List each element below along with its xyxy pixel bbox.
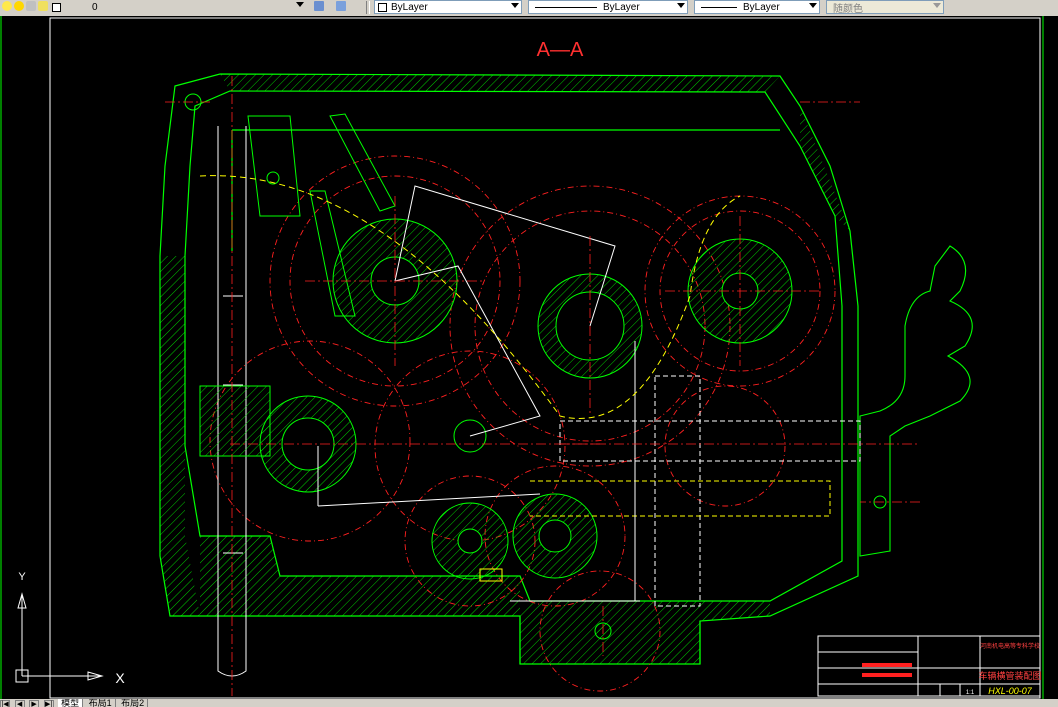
layer-dropdown[interactable]: 0 <box>62 0 306 14</box>
make-current-layer-icon[interactable] <box>314 1 324 11</box>
next-tab-button[interactable]: ▶ <box>29 700 40 707</box>
housing-hatch-top <box>220 74 780 92</box>
housing-hatch-bottom <box>520 601 770 664</box>
chevron-down-icon[interactable] <box>511 3 519 8</box>
title-block-drawing-name: 车辆横管装配图 <box>978 670 1041 681</box>
color-dropdown[interactable]: ByLayer <box>374 0 522 14</box>
plot-icon[interactable] <box>38 1 48 11</box>
gears <box>184 93 887 640</box>
layout-tab-bar: |◀ ◀ ▶ ▶| 模型 布局1 布局2 <box>0 699 1058 707</box>
prev-tab-button[interactable]: ◀ <box>14 700 25 707</box>
ucs-y-label: Y <box>18 571 26 583</box>
lightbulb-icon[interactable] <box>2 1 12 11</box>
ucs-icon <box>15 592 104 683</box>
title-block-school: 河南机电高等专科学校 <box>980 642 1040 650</box>
tab-layout-2[interactable]: 布局2 <box>118 699 149 707</box>
cad-drawing: A—A <box>0 16 1044 700</box>
drawing-canvas[interactable]: A—A <box>0 16 1058 700</box>
chevron-down-icon[interactable] <box>677 3 685 8</box>
last-tab-button[interactable]: ▶| <box>43 700 54 707</box>
ucs-x-label: X <box>115 670 125 686</box>
freeze-sun-icon[interactable] <box>14 1 24 11</box>
title-block-scale: 1:1 <box>966 690 975 696</box>
layer-previous-icon[interactable] <box>336 1 346 11</box>
yellow-part <box>479 568 503 582</box>
drawing-border <box>0 16 1044 700</box>
tab-model[interactable]: 模型 <box>58 699 84 707</box>
tab-layout-1[interactable]: 布局1 <box>86 699 116 707</box>
title-block-red-mark-2 <box>862 673 912 677</box>
title-block-red-mark <box>862 663 912 667</box>
color-swatch-icon <box>378 2 387 12</box>
housing-hatch-right <box>800 106 850 231</box>
yellow-dashed-outline <box>530 480 831 517</box>
title-block <box>817 635 1041 697</box>
toolbar-separator <box>366 1 370 14</box>
first-tab-button[interactable]: |◀ <box>0 700 10 707</box>
plotstyle-value: 随颜色 <box>833 3 863 15</box>
linetype-value: ByLayer <box>603 1 640 13</box>
layer-properties-toolbar: 0 ByLayer ByLayer ByLayer 随颜色 <box>0 0 1058 17</box>
linetype-sample-icon <box>535 6 597 8</box>
lock-icon[interactable] <box>26 1 36 11</box>
shaft-crosshatch <box>199 385 271 457</box>
layer-value: 0 <box>92 1 98 13</box>
plotstyle-dropdown: 随颜色 <box>826 0 944 15</box>
chevron-down-icon <box>933 3 941 8</box>
lineweight-dropdown[interactable]: ByLayer <box>694 0 820 14</box>
lineweight-sample-icon <box>701 6 737 8</box>
section-label: A—A <box>537 39 584 61</box>
dimension-lines <box>223 185 640 602</box>
horizontal-shaft <box>559 375 861 607</box>
centerlines <box>165 76 920 696</box>
drawing-inner-frame <box>49 17 1041 699</box>
title-block-drawing-number: HXL-00-07 <box>988 686 1033 696</box>
chevron-down-icon[interactable] <box>296 2 304 7</box>
pin-hole <box>266 171 280 185</box>
layer-color-swatch-icon <box>52 3 61 12</box>
housing-hatch-lower-left <box>200 536 520 616</box>
housing-hatch-left <box>160 256 200 616</box>
color-value: ByLayer <box>391 1 428 13</box>
chevron-down-icon[interactable] <box>809 3 817 8</box>
shift-handle <box>859 245 973 557</box>
yellow-dashed-arc <box>199 175 741 419</box>
linetype-dropdown[interactable]: ByLayer <box>528 0 688 14</box>
lineweight-value: ByLayer <box>743 1 780 13</box>
